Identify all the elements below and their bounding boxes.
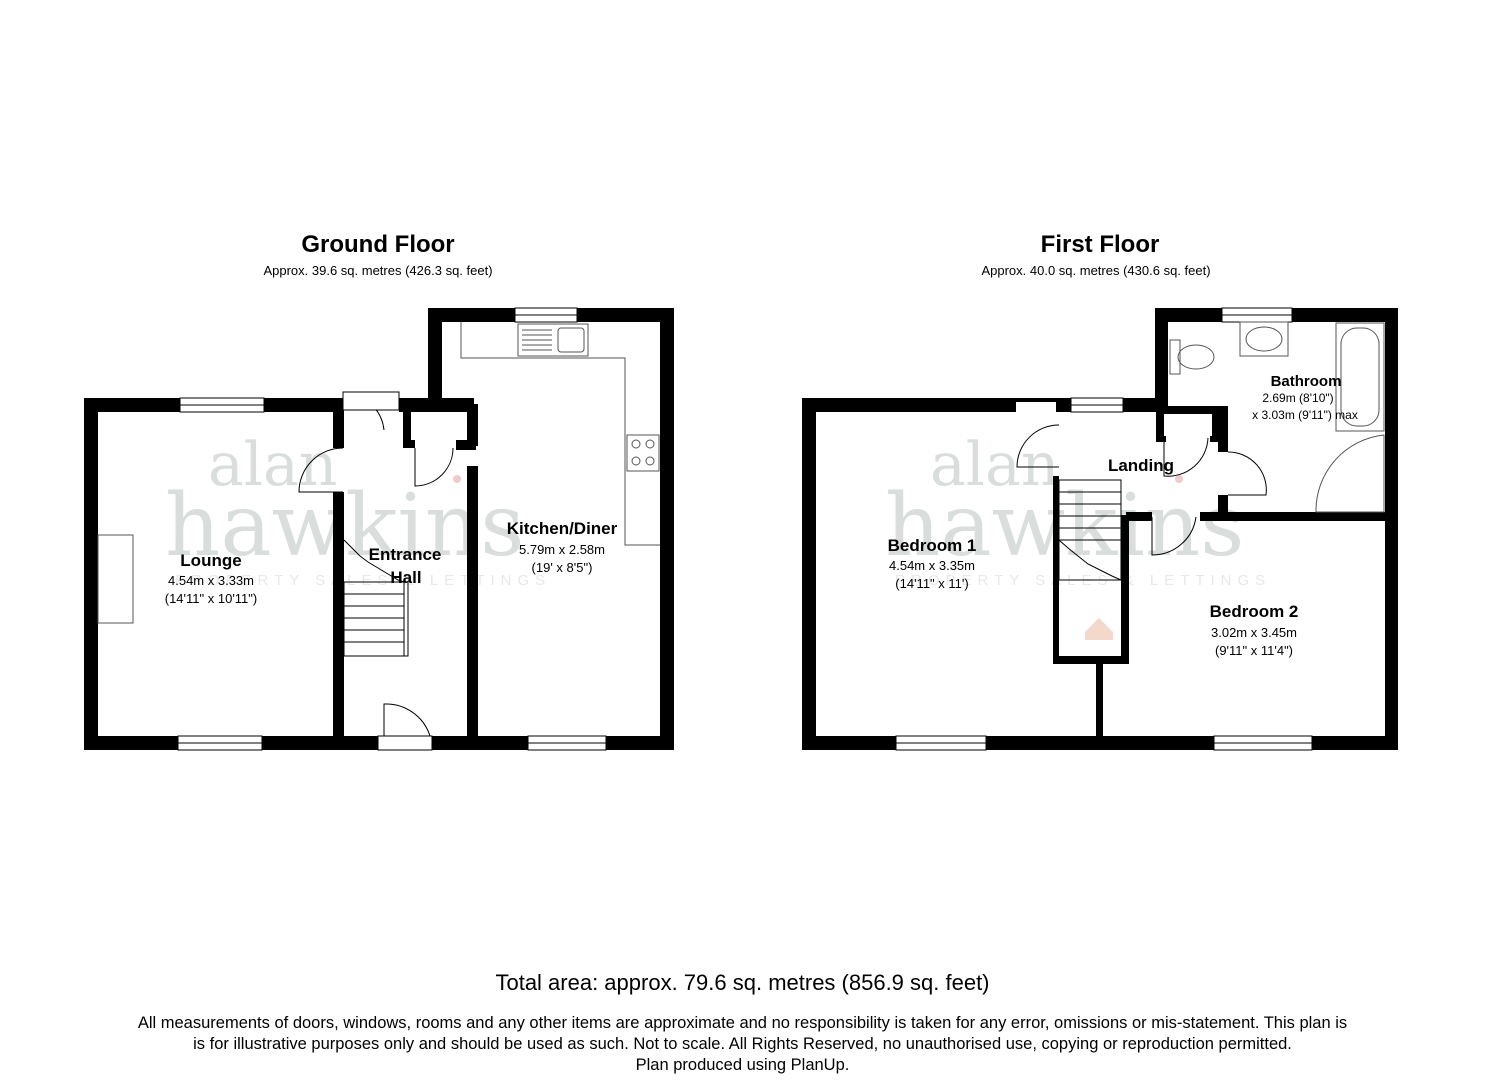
lounge-dim-metric: 4.54m x 3.33m bbox=[168, 573, 254, 588]
lounge-fireplace bbox=[97, 534, 134, 624]
toilet-bowl bbox=[1177, 344, 1215, 370]
bath bbox=[1335, 322, 1385, 432]
basin bbox=[1239, 321, 1289, 357]
bedroom1-name: Bedroom 1 bbox=[888, 536, 977, 555]
disclaimer: All measurements of doors, windows, room… bbox=[20, 1013, 1465, 1076]
kitchen-name: Kitchen/Diner bbox=[507, 519, 618, 538]
ground-stairs bbox=[343, 539, 409, 657]
shower bbox=[1315, 434, 1385, 513]
basin-bowl bbox=[1245, 326, 1283, 352]
disclaimer-line: All measurements of doors, windows, room… bbox=[137, 1014, 1348, 1032]
sink bbox=[517, 323, 589, 357]
watermark-line2: hawkins bbox=[885, 476, 1244, 576]
window-lines bbox=[896, 314, 1312, 744]
home-icon bbox=[1085, 618, 1113, 640]
bathroom-dim-imperial: x 3.03m (9'11") max bbox=[1252, 408, 1358, 422]
door-swing bbox=[1151, 516, 1197, 556]
ground-floor-area: Approx. 39.6 sq. metres (426.3 sq. feet) bbox=[263, 263, 493, 278]
bedroom2-name: Bedroom 2 bbox=[1210, 602, 1299, 621]
watermark-ground: alan hawkins PROPERTY SALES & LETTINGS bbox=[165, 430, 551, 589]
watermark-line1: alan bbox=[930, 430, 1059, 500]
kitchen-worktop bbox=[460, 322, 660, 546]
bathroom-dim-metric: 2.69m (8'10") bbox=[1262, 391, 1333, 405]
bathroom-name: Bathroom bbox=[1271, 373, 1342, 390]
entrance-hall-name-2: Hall bbox=[390, 568, 421, 587]
bedroom1-dim-metric: 4.54m x 3.35m bbox=[889, 558, 975, 573]
kitchen-dim-metric: 5.79m x 2.58m bbox=[519, 542, 605, 557]
toilet-cistern bbox=[1169, 339, 1181, 375]
bedroom1-dim-imperial: (14'11" x 11') bbox=[895, 576, 968, 591]
first-stairs bbox=[1058, 479, 1122, 581]
watermark-line2: hawkins bbox=[165, 476, 524, 576]
door-panel bbox=[342, 391, 400, 411]
ground-floor-title: Ground Floor bbox=[301, 231, 455, 258]
watermark-line1: alan bbox=[208, 430, 337, 500]
bedroom2-dim-imperial: (9'11" x 11'4") bbox=[1215, 643, 1293, 658]
bath-inner bbox=[1340, 327, 1380, 427]
lounge-name: Lounge bbox=[180, 551, 241, 570]
front-door-gap bbox=[377, 735, 433, 751]
first-floor-doors bbox=[1016, 424, 1267, 556]
landing-name: Landing bbox=[1108, 456, 1174, 475]
window-lines bbox=[178, 314, 606, 744]
first-floor-area: Approx. 40.0 sq. metres (430.6 sq. feet) bbox=[981, 263, 1211, 278]
drainer bbox=[522, 329, 552, 351]
door-swing bbox=[1227, 451, 1267, 496]
bedroom2-dim-metric: 3.02m x 3.45m bbox=[1211, 625, 1297, 640]
hob bbox=[626, 434, 660, 472]
door-swing bbox=[414, 447, 454, 487]
watermark-emblem bbox=[1175, 475, 1183, 483]
entrance-hall-name-1: Entrance bbox=[369, 545, 442, 564]
disclaimer-line: is for illustrative purposes only and sh… bbox=[193, 1035, 1292, 1053]
door-swing bbox=[298, 447, 344, 493]
front-door-swing bbox=[383, 703, 431, 737]
kitchen-dim-imperial: (19' x 8'5") bbox=[532, 560, 593, 575]
first-floor-title: First Floor bbox=[1040, 231, 1160, 258]
door-swing bbox=[1163, 437, 1209, 477]
disclaimer-line: Plan produced using PlanUp. bbox=[635, 1056, 850, 1074]
door-swing bbox=[1016, 424, 1060, 468]
sink-bowl bbox=[557, 327, 585, 353]
kitchen-fixtures bbox=[460, 322, 660, 546]
ground-floor-walls bbox=[84, 308, 674, 750]
ground-floor-doors bbox=[298, 391, 454, 737]
total-area: Total area: approx. 79.6 sq. metres (856… bbox=[495, 970, 990, 995]
lounge-dim-imperial: (14'11" x 10'11") bbox=[165, 591, 258, 606]
watermark-first: alan hawkins PROPERTY SALES & LETTINGS bbox=[885, 430, 1265, 640]
door-gap bbox=[1016, 402, 1056, 412]
watermark-emblem bbox=[453, 475, 461, 483]
watermark-tagline: PROPERTY SALES & LETTINGS bbox=[175, 572, 551, 589]
bathroom-fixtures bbox=[1169, 321, 1385, 513]
